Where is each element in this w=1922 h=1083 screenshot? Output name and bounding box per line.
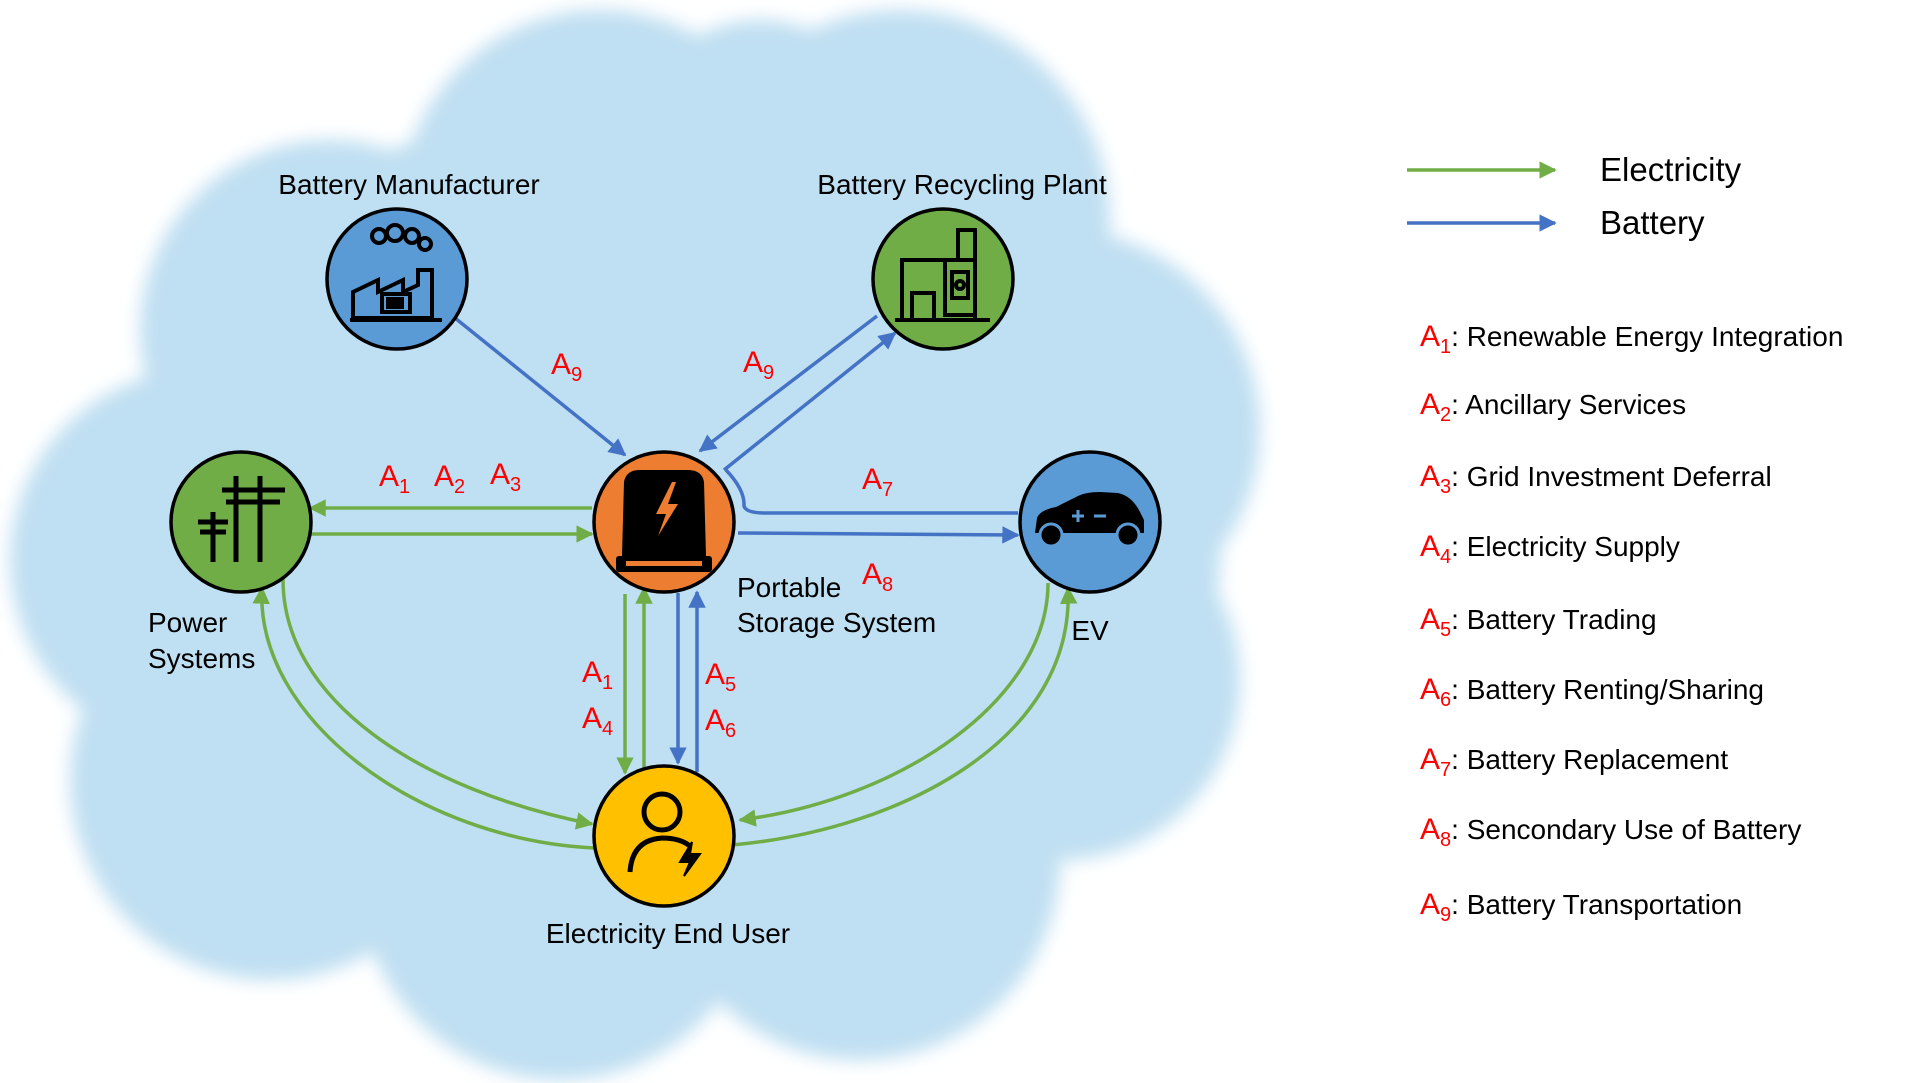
arrow-user-to-power <box>252 586 596 850</box>
node-power-systems: Power Systems <box>148 450 313 674</box>
arrow-user-to-ev <box>731 586 1078 847</box>
legend-item: A9: Battery Transportation <box>1420 888 1742 926</box>
label-storage-line2: Storage System <box>737 607 936 638</box>
label-storage-line1: Portable <box>737 572 841 603</box>
annotation-user-a1: A1 <box>582 656 613 694</box>
arrow-manufacturer-to-storage <box>453 316 627 457</box>
legend-item: A2: Ancillary Services <box>1420 388 1686 426</box>
flow-annotations: A9 A9 A1 A2 A3 A7 A8 A1 A4 A5 A6 <box>379 346 893 742</box>
arrow-ev-to-user <box>738 582 1050 827</box>
arrow-storage-to-ev-secondary <box>737 526 1020 544</box>
arrow-recycling-to-storage <box>698 314 879 453</box>
annotation-power-a3: A3 <box>490 458 521 496</box>
annotation-user-a5: A5 <box>705 658 736 696</box>
label-battery-recycling-plant: Battery Recycling Plant <box>817 169 1107 200</box>
label-power-systems-line1: Power <box>148 607 227 638</box>
legend: Electricity Battery A1: Renewable Energy… <box>1407 151 1843 926</box>
label-portable-storage-system: Portable Storage System <box>737 572 936 638</box>
label-electricity-end-user: Electricity End User <box>546 918 790 949</box>
annotation-power-a2: A2 <box>434 460 465 498</box>
annotation-ev-a7: A7 <box>862 463 893 501</box>
factory-icon <box>350 223 442 322</box>
node-battery-manufacturer: Battery Manufacturer <box>278 169 540 351</box>
power-pole-icon <box>198 476 285 562</box>
node-electricity-end-user: Electricity End User <box>546 764 790 949</box>
legend-electricity-label: Electricity <box>1600 151 1742 188</box>
node-battery-recycling-plant: Battery Recycling Plant <box>817 169 1107 351</box>
annotation-recycling-a9: A9 <box>743 346 774 384</box>
annotation-ev-a8: A8 <box>862 558 893 596</box>
user-bolt-icon <box>627 791 702 877</box>
label-power-systems-line2: Systems <box>148 643 255 674</box>
legend-item: A6: Battery Renting/Sharing <box>1420 673 1764 711</box>
legend-item: A8: Sencondary Use of Battery <box>1420 813 1801 851</box>
legend-battery-label: Battery <box>1600 204 1705 241</box>
node-ev: EV <box>1018 450 1162 646</box>
car-icon <box>1035 492 1144 548</box>
arrow-storage-to-ev-replacement <box>724 468 1018 515</box>
legend-item: A3: Grid Investment Deferral <box>1420 460 1772 498</box>
annotation-power-a1: A1 <box>379 460 410 498</box>
legend-item: A1: Renewable Energy Integration <box>1420 320 1843 358</box>
label-battery-manufacturer: Battery Manufacturer <box>278 169 539 200</box>
flow-arrows <box>252 314 1078 850</box>
legend-item: A5: Battery Trading <box>1420 603 1657 641</box>
label-ev: EV <box>1071 615 1109 646</box>
recycling-plant-icon <box>895 228 990 322</box>
arrow-power-to-user <box>281 577 594 830</box>
arrow-storage-to-recycling <box>722 331 897 472</box>
annotation-user-a6: A6 <box>705 704 736 742</box>
annotation-user-a4: A4 <box>582 702 613 740</box>
battery-bolt-icon <box>616 470 712 572</box>
annotation-manufacturer-a9: A9 <box>551 348 582 386</box>
label-power-systems: Power Systems <box>148 607 255 674</box>
node-portable-storage-system: Portable Storage System <box>592 450 936 638</box>
legend-item: A4: Electricity Supply <box>1420 530 1680 568</box>
legend-item: A7: Battery Replacement <box>1420 743 1728 781</box>
